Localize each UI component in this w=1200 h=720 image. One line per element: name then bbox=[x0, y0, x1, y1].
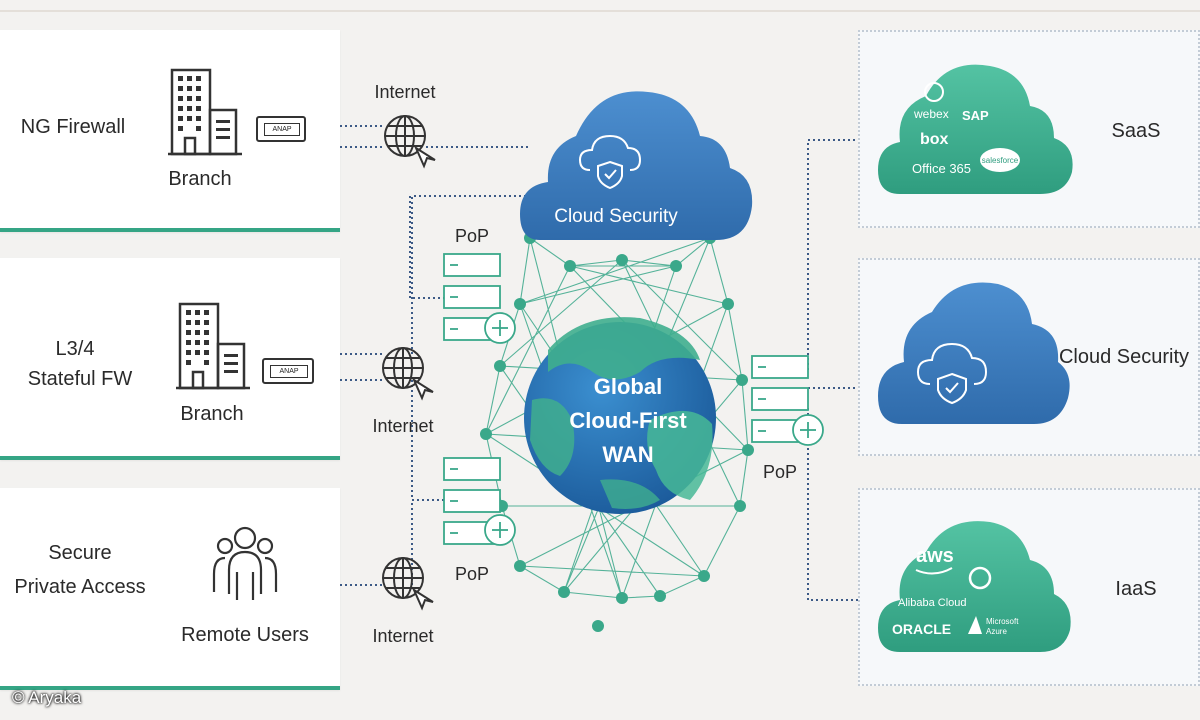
shield-cloud-icon bbox=[578, 134, 642, 190]
users-icon bbox=[212, 526, 278, 600]
card-ng-firewall: NG Firewall Branch ANAP bbox=[0, 30, 340, 232]
pop-label-right: PoP bbox=[763, 462, 797, 482]
pop-label-lower: PoP bbox=[455, 564, 489, 584]
globe: Global Cloud-First WAN bbox=[524, 317, 716, 514]
globe-text-line3: WAN bbox=[602, 442, 653, 467]
anap-label: ANAP bbox=[270, 365, 308, 378]
internet-globe-icon bbox=[382, 347, 434, 401]
internet-label-mid: Internet bbox=[372, 416, 433, 436]
cloud-security-cloud bbox=[878, 282, 1070, 424]
building-icon bbox=[168, 68, 242, 156]
saas-cloud: webex SAP box Office 365 salesforce bbox=[878, 64, 1073, 194]
building-icon bbox=[176, 302, 250, 390]
internet-globe-icon bbox=[384, 115, 436, 169]
oracle-logo: ORACLE bbox=[892, 621, 951, 637]
center-cloud-label: Cloud Security bbox=[554, 206, 678, 227]
webex-logo: webex bbox=[913, 107, 949, 121]
anap-label: ANAP bbox=[264, 123, 300, 136]
anap-device: ANAP bbox=[262, 358, 314, 384]
azure-logo: Azure bbox=[986, 627, 1007, 636]
pop-label-upper: PoP bbox=[455, 226, 489, 246]
internet-label-top: Internet bbox=[374, 82, 435, 102]
globe-text-line2: Cloud-First bbox=[569, 408, 687, 433]
iaas-cloud: aws Alibaba Cloud ORACLE Microsoft Azure bbox=[878, 521, 1071, 652]
office365-logo: Office 365 bbox=[912, 161, 971, 176]
card-title-line2: Stateful FW bbox=[27, 368, 133, 390]
card-label: Cloud Security bbox=[1058, 346, 1190, 368]
copyright: © Aryaka bbox=[12, 688, 82, 707]
pop-stack-lower bbox=[443, 457, 516, 546]
globe-text-line1: Global bbox=[594, 374, 662, 399]
card-title-line2: Private Access bbox=[14, 576, 146, 598]
salesforce-logo: salesforce bbox=[982, 156, 1019, 165]
dotted-connectors-left bbox=[340, 125, 530, 586]
top-divider bbox=[0, 10, 1200, 12]
card-secure-private-access: Secure Private Access Remote Users bbox=[0, 488, 340, 690]
microsoft-logo: Microsoft bbox=[986, 617, 1019, 626]
card-label: SaaS bbox=[1111, 120, 1161, 142]
card-title-line1: L3/4 bbox=[55, 338, 95, 360]
alibaba-logo: Alibaba Cloud bbox=[898, 597, 967, 609]
aws-logo: aws bbox=[916, 545, 954, 567]
card-label: IaaS bbox=[1115, 578, 1157, 600]
card-title-line1: Secure bbox=[48, 542, 112, 564]
sap-logo: SAP bbox=[962, 108, 989, 123]
pop-stack-upper bbox=[443, 253, 516, 344]
card-title: NG Firewall bbox=[20, 116, 126, 138]
box-logo: box bbox=[920, 131, 949, 148]
center-cloud: Cloud Security bbox=[520, 91, 753, 240]
dotted-connectors-right bbox=[807, 139, 858, 601]
internet-globe-icon bbox=[382, 557, 434, 611]
card-subtitle: Branch bbox=[168, 168, 232, 190]
anap-device: ANAP bbox=[256, 116, 306, 142]
card-subtitle: Branch bbox=[180, 403, 244, 425]
card-subtitle: Remote Users bbox=[181, 624, 309, 646]
pop-stack-right bbox=[751, 355, 824, 446]
card-stateful-fw: L3/4 Stateful FW Branch ANAP bbox=[0, 258, 340, 460]
internet-label-bottom: Internet bbox=[372, 626, 433, 646]
